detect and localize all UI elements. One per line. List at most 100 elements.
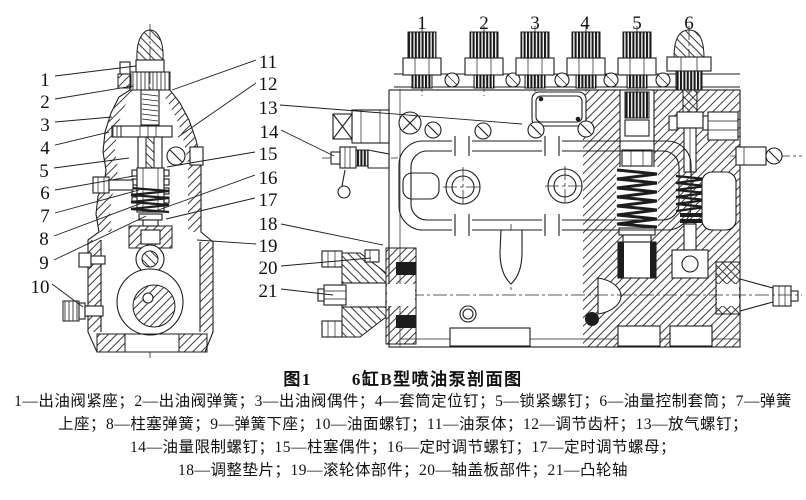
air-bleed-screw bbox=[398, 111, 422, 135]
oil-dipper-cone bbox=[499, 224, 523, 292]
callout-9: 9 bbox=[39, 253, 49, 274]
cylinder-1: 1 bbox=[417, 13, 427, 34]
fitting-cyl6 bbox=[666, 26, 712, 92]
manifold-nuts bbox=[444, 72, 671, 88]
cutaway-pocket bbox=[701, 171, 737, 231]
control-rack-end bbox=[111, 125, 122, 138]
callout-13: 13 bbox=[259, 98, 278, 119]
flange-foot-right bbox=[178, 333, 208, 353]
element-bore-2 bbox=[545, 166, 585, 206]
callout-11: 11 bbox=[259, 52, 277, 73]
front-coupling-flange bbox=[317, 250, 387, 338]
plunger-rod bbox=[145, 136, 155, 169]
fitting-cyl1 bbox=[402, 26, 442, 96]
front-bearing-housing bbox=[364, 247, 417, 345]
cylinder-2: 2 bbox=[479, 13, 489, 34]
lower-wall-hatch-right bbox=[200, 242, 213, 332]
callout-8: 8 bbox=[39, 229, 49, 250]
body-wall-hatch-right bbox=[163, 90, 201, 232]
side-boss bbox=[189, 146, 204, 166]
cylinder-4: 4 bbox=[580, 13, 590, 34]
plunger-spring-cyl5 bbox=[616, 168, 658, 229]
cylinder-5: 5 bbox=[632, 13, 642, 34]
delivery-valve-holder-neck bbox=[135, 59, 165, 73]
side-tab-lower bbox=[117, 73, 132, 89]
camshaft-nut bbox=[772, 285, 792, 307]
right-sectional-view bbox=[317, 26, 802, 348]
plunger-spring bbox=[130, 186, 170, 214]
callout-20: 20 bbox=[259, 258, 278, 279]
inspection-cover-plate bbox=[531, 91, 587, 127]
delivery-valve-barrel bbox=[140, 89, 160, 126]
cover-plate-bolt bbox=[364, 249, 380, 263]
cam-center bbox=[142, 292, 154, 304]
fitting-cyl3 bbox=[515, 26, 555, 92]
cylinder-6: 6 bbox=[684, 13, 694, 34]
shaft-tip bbox=[790, 290, 799, 302]
lock-screw-slot bbox=[169, 149, 183, 163]
callout-5: 5 bbox=[39, 161, 49, 182]
right-side-fitting bbox=[707, 111, 739, 141]
rack-teeth bbox=[139, 126, 157, 137]
callout-19: 19 bbox=[259, 236, 278, 257]
cam-follower-dark bbox=[585, 312, 599, 326]
drain-plug-inner bbox=[462, 308, 474, 320]
delivery-valve-fittings bbox=[402, 26, 712, 96]
drain-plug bbox=[459, 305, 477, 323]
figure-title-text: 6缸B型喷油泵剖面图 bbox=[351, 370, 523, 389]
cylinder-3: 3 bbox=[530, 13, 540, 34]
fitting-cyl4 bbox=[566, 26, 606, 92]
gallery-notch bbox=[402, 172, 440, 200]
callout-17: 17 bbox=[259, 190, 278, 211]
flange-foot-left bbox=[96, 333, 126, 353]
roller-pin bbox=[141, 250, 159, 268]
callout-2: 2 bbox=[40, 92, 50, 113]
timing-screw-assembly-cyl6 bbox=[668, 89, 713, 347]
cylinder-numbers: 1 2 3 4 5 6 bbox=[417, 13, 694, 34]
tappet-adjust-bolt bbox=[142, 219, 159, 227]
callout-12: 12 bbox=[259, 74, 278, 95]
callout-18: 18 bbox=[259, 214, 278, 235]
callout-1: 1 bbox=[40, 70, 50, 91]
callout-3: 3 bbox=[40, 115, 50, 136]
callout-4: 4 bbox=[40, 138, 50, 159]
spring-lower-seat bbox=[138, 213, 163, 221]
callout-14: 14 bbox=[260, 122, 280, 143]
oil-level-screw bbox=[62, 300, 104, 322]
parts-legend: 1—出油阀紧座；2—出油阀弹簧；3—出油阀偶件；4—套筒定位钉；5—锁紧螺钉；6… bbox=[0, 390, 806, 482]
fuel-limit-screw bbox=[322, 146, 398, 199]
fitting-cyl2 bbox=[464, 26, 504, 96]
legend-line-1: 1—出油阀紧座；2—出油阀弹簧；3—出油阀偶件；4—套筒定位钉；5—锁紧螺钉；6… bbox=[14, 393, 792, 410]
front-screws bbox=[424, 120, 595, 140]
right-side-stud bbox=[730, 146, 802, 166]
tappet-window bbox=[140, 229, 161, 245]
leader-lines bbox=[51, 59, 523, 308]
body-wall-hatch-left bbox=[96, 90, 137, 232]
bottom-plate bbox=[449, 327, 531, 347]
center-callout-numbers: 11 12 13 14 15 16 17 18 19 20 21 bbox=[259, 52, 280, 302]
legend-line-2: 上座；8—柱塞弹簧；9—弹簧下座；10—油面螺钉；11—油泵体；12—调节齿杆；… bbox=[58, 416, 748, 433]
left-end-plate bbox=[332, 109, 390, 144]
left-sectional-view bbox=[62, 24, 214, 358]
callout-15: 15 bbox=[259, 144, 278, 165]
callout-21: 21 bbox=[259, 281, 278, 302]
legend-line-4: 18—调整垫片；19—滚轮体部件；20—轴盖板部件；21—凸轮轴 bbox=[177, 462, 628, 479]
element-bore-1 bbox=[443, 167, 483, 207]
callout-7: 7 bbox=[40, 206, 50, 227]
callout-10: 10 bbox=[31, 277, 50, 298]
delivery-valve-holder-dome bbox=[136, 29, 164, 61]
callout-16: 16 bbox=[259, 168, 278, 189]
pump-diagram: 1 2 3 4 5 6 7 8 9 10 11 12 13 14 15 16 1… bbox=[31, 13, 802, 358]
left-callout-numbers: 1 2 3 4 5 6 7 8 9 10 bbox=[31, 70, 51, 298]
callout-6: 6 bbox=[40, 183, 50, 204]
plunger-assembly-cyl5 bbox=[616, 89, 661, 347]
gallery-bridges bbox=[452, 136, 562, 236]
fitting-cyl5 bbox=[617, 26, 657, 92]
cam-profile bbox=[597, 277, 622, 315]
delivery-valve-spring-coils bbox=[141, 93, 159, 122]
roller-cyl6 bbox=[681, 255, 699, 273]
legend-line-3: 14—油量限制螺钉；15—柱塞偶件；16—定时调节螺钉；17—定时调节螺母； bbox=[129, 439, 676, 456]
side-stud-low bbox=[78, 252, 106, 268]
